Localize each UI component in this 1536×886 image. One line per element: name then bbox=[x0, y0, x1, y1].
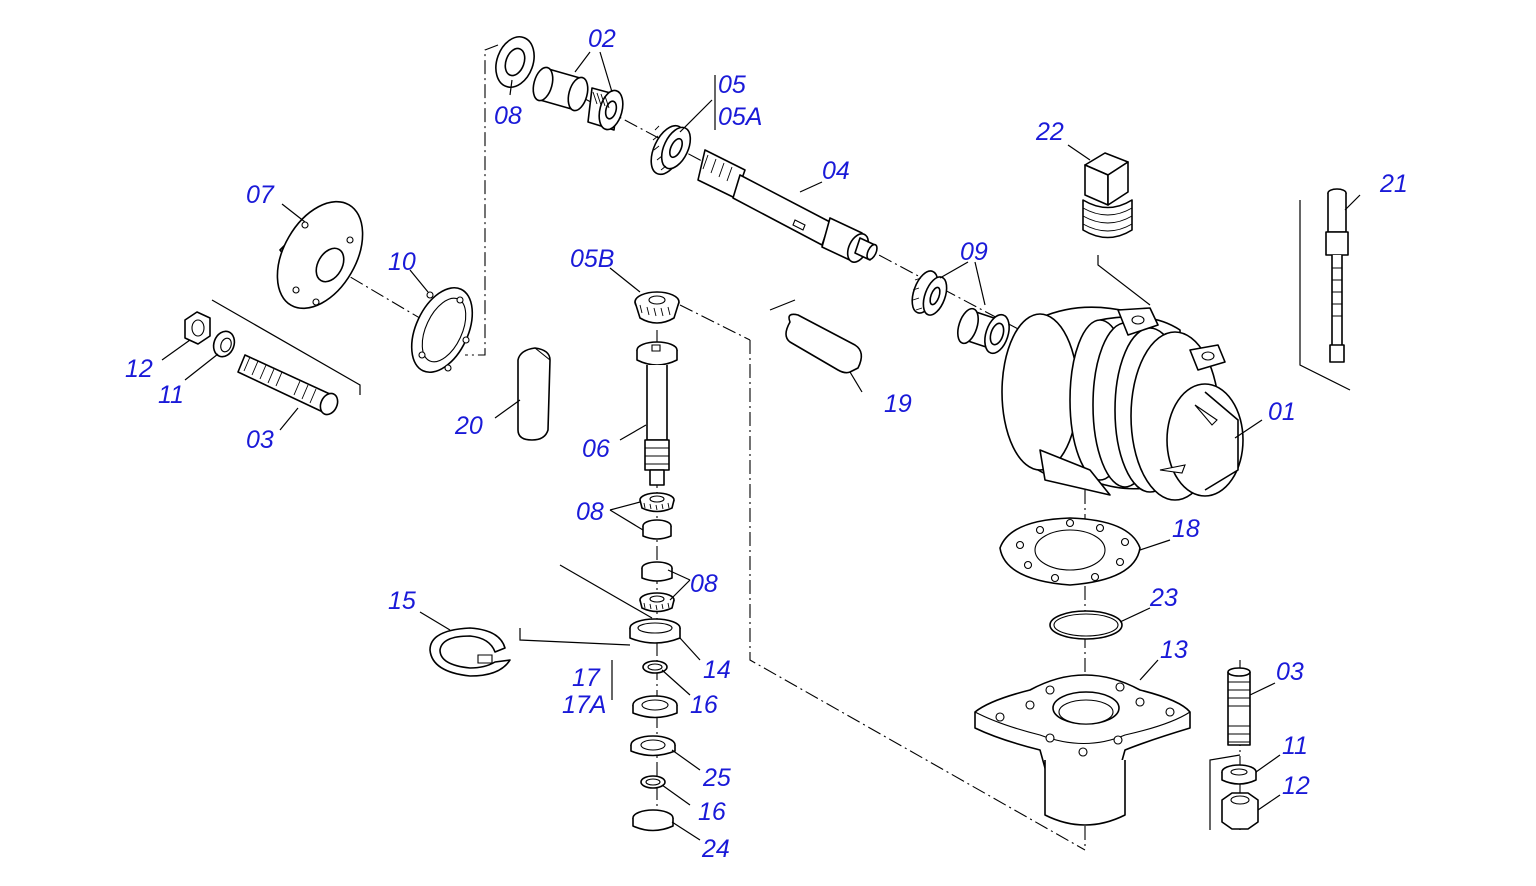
callout-23: 23 bbox=[1149, 584, 1178, 612]
callout-08-top: 08 bbox=[494, 102, 522, 130]
part-16-circlip-lower bbox=[640, 775, 666, 789]
callout-21: 21 bbox=[1379, 170, 1408, 198]
callout-02: 02 bbox=[588, 25, 616, 53]
part-04-main-shaft bbox=[697, 149, 878, 263]
part-20-key bbox=[517, 347, 551, 441]
part-21-valve-stem bbox=[1325, 188, 1349, 363]
callout-11-right: 11 bbox=[1282, 732, 1308, 760]
part-02-bearing bbox=[532, 66, 624, 131]
callout-05b: 05B bbox=[570, 245, 614, 273]
part-23-o-ring bbox=[1049, 610, 1123, 640]
callout-17a: 17A bbox=[562, 691, 606, 719]
callout-05a: 05A bbox=[718, 103, 762, 131]
part-11-lock-washer-right bbox=[1221, 764, 1257, 785]
part-05-bevel-gear bbox=[650, 124, 692, 176]
part-16-circlip-upper bbox=[642, 660, 668, 674]
leader-lines bbox=[161, 51, 1361, 841]
callout-04: 04 bbox=[822, 157, 850, 185]
callout-14: 14 bbox=[703, 656, 731, 684]
part-17-seal bbox=[632, 695, 678, 719]
callout-24: 24 bbox=[701, 835, 730, 863]
part-19-key bbox=[785, 313, 863, 374]
part-08-top-washer bbox=[495, 36, 535, 88]
part-12-nut-left bbox=[184, 311, 211, 345]
part-14-bushing bbox=[629, 618, 681, 644]
callout-07: 07 bbox=[246, 181, 275, 209]
callout-03-right: 03 bbox=[1276, 658, 1304, 686]
callout-13: 13 bbox=[1160, 636, 1188, 664]
callout-labels: 02 08 05 05A 04 09 22 21 07 10 05B 12 11… bbox=[125, 25, 1408, 863]
callout-18: 18 bbox=[1172, 515, 1200, 543]
part-13-flange-mount bbox=[974, 674, 1191, 826]
grouping-lines bbox=[211, 75, 1351, 830]
part-03-stud-left bbox=[237, 354, 339, 416]
part-18-gasket bbox=[999, 517, 1141, 586]
callout-08-low: 08 bbox=[690, 570, 718, 598]
part-03-stud-right bbox=[1227, 667, 1251, 746]
part-24-ring bbox=[632, 809, 674, 832]
part-08-bearing-lower bbox=[639, 561, 675, 613]
part-12-nut-right bbox=[1221, 792, 1259, 830]
part-10-gasket bbox=[410, 286, 474, 374]
part-09-bearing bbox=[911, 270, 1010, 355]
part-25-washer bbox=[630, 735, 676, 757]
part-06-vertical-shaft bbox=[636, 341, 678, 486]
part-07-cover-plate bbox=[276, 200, 364, 310]
callout-16-lower: 16 bbox=[698, 798, 726, 826]
callout-12-left: 12 bbox=[125, 355, 153, 383]
callout-22: 22 bbox=[1035, 118, 1064, 146]
callout-06: 06 bbox=[582, 435, 610, 463]
callout-19: 19 bbox=[884, 390, 912, 418]
callout-10: 10 bbox=[388, 248, 416, 276]
callout-17: 17 bbox=[572, 664, 601, 692]
callout-25: 25 bbox=[702, 764, 731, 792]
callout-11-left: 11 bbox=[158, 381, 184, 409]
callout-05: 05 bbox=[718, 71, 746, 99]
part-01-gearbox-housing bbox=[1001, 306, 1244, 501]
callout-03-left: 03 bbox=[246, 426, 274, 454]
callout-16-upper: 16 bbox=[690, 691, 718, 719]
part-05b-pinion-gear bbox=[634, 291, 680, 324]
callout-08-mid: 08 bbox=[576, 498, 604, 526]
callout-12-right: 12 bbox=[1282, 772, 1310, 800]
callout-20: 20 bbox=[454, 412, 483, 440]
part-11-lock-washer-left bbox=[212, 330, 236, 358]
callout-15: 15 bbox=[388, 587, 416, 615]
part-08-bearing-upper bbox=[639, 492, 675, 540]
part-15-snap-ring bbox=[429, 627, 511, 677]
callout-01: 01 bbox=[1268, 398, 1296, 426]
callout-09: 09 bbox=[960, 238, 988, 266]
part-22-plug bbox=[1082, 152, 1133, 239]
